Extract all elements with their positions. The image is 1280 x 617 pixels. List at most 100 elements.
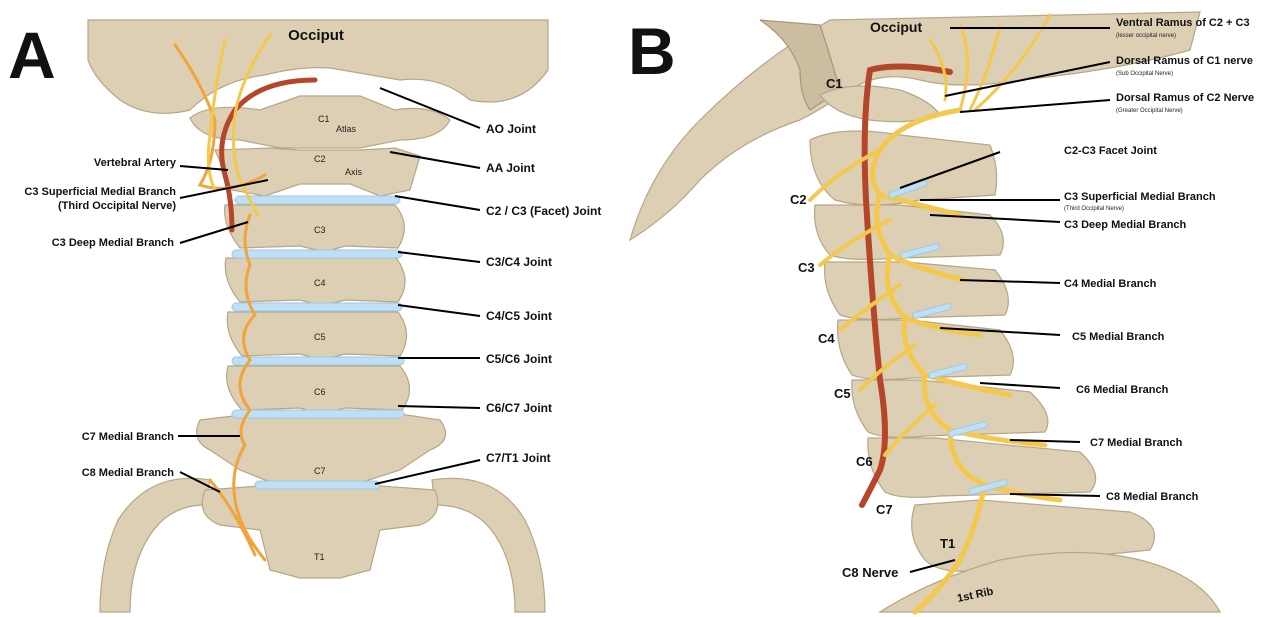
c5-label-b: C5 [834, 386, 851, 401]
occipital-nerve-a3 [206, 38, 227, 192]
vertebral-artery-label: Vertebral Artery [94, 157, 177, 169]
facet-c3c4-b [900, 243, 940, 259]
panel-b-letter: B [628, 14, 676, 88]
c5-nerve-b [858, 343, 917, 392]
c6-nerve-b [883, 403, 937, 457]
occipital-nerve-a2 [231, 33, 272, 217]
c7-medial-label-b: C7 Medial Branch [1090, 437, 1183, 449]
c4c5-joint-label: C4/C5 Joint [486, 309, 552, 323]
c7-vertebra-b [867, 437, 1097, 498]
c3-superficial-label-a: C3 Superficial Medial Branch [24, 186, 176, 198]
leader-dorsal-c1 [944, 61, 1111, 97]
leader-c7t1 [374, 459, 481, 485]
leader-c3c4 [397, 251, 481, 263]
disc-c3c4 [231, 249, 403, 259]
leader-c3-superficial [179, 179, 269, 199]
disc-c7t1 [254, 480, 381, 490]
c7-label-a: C7 [314, 466, 326, 476]
leader-c7-medial-b [1009, 439, 1081, 443]
leader-ao [379, 87, 481, 129]
mandible-b [759, 19, 841, 111]
c8-nerve-b [912, 482, 988, 615]
t1-label-b: T1 [940, 536, 955, 551]
c2-label-b: C2 [790, 192, 807, 207]
aa-joint-label: AA Joint [486, 161, 535, 175]
disc-c5c6 [231, 356, 405, 366]
c3-deep-label-b: C3 Deep Medial Branch [1064, 219, 1187, 231]
facet-c4c5-b [912, 303, 952, 319]
vertebral-artery-b [859, 63, 953, 508]
atlas-label: Atlas [336, 124, 357, 134]
c3-superficial-sub-label-a: (Third Occipital Nerve) [58, 200, 176, 212]
medial-branch-chain-a [232, 213, 267, 562]
c1-label-b: C1 [826, 76, 843, 91]
c6-label-a: C6 [314, 387, 326, 397]
c8-medial-label-b: C8 Medial Branch [1106, 491, 1199, 503]
disc-c2c3 [234, 195, 401, 205]
leader-c4c5 [397, 304, 481, 317]
c4-medial-label-b: C4 Medial Branch [1064, 278, 1157, 290]
c8-nerve-label: C8 Nerve [842, 565, 898, 580]
c5-label-a: C5 [314, 332, 326, 342]
leader-c2c3 [394, 195, 481, 211]
ao-joint-label: AO Joint [486, 122, 536, 136]
leader-c8-medial [179, 471, 221, 493]
c1-vertebra-b [819, 85, 941, 123]
right-rib [431, 477, 546, 613]
leader-dorsal-c2 [959, 99, 1111, 113]
c6-medial-label-b: C6 Medial Branch [1076, 384, 1169, 396]
c4-nerve-b [838, 283, 902, 332]
skull-b [628, 11, 1201, 242]
c6c7-joint-label: C6/C7 Joint [486, 401, 552, 415]
occipital-nerves-b [928, 13, 1052, 112]
facet-c6c7-b [948, 421, 988, 437]
leader-c8-medial-b [1009, 493, 1101, 497]
c4-vertebra-b [823, 261, 1009, 321]
c3-label-b: C3 [798, 260, 815, 275]
panel-b: Occiput C1 C2 C3 C4 C5 C6 C7 T1 1st Rib … [628, 11, 1254, 615]
c7t1-joint-label: C7/T1 Joint [486, 451, 551, 465]
c3-vertebra [223, 204, 405, 253]
ventral-ramus-sub-label: (lesser occipital nerve) [1116, 33, 1176, 39]
disc-c6c7 [231, 409, 405, 419]
c5-vertebra-b [836, 319, 1014, 381]
c2-nerve-b [808, 148, 882, 202]
panel-a-letter: A [8, 18, 56, 92]
leader-c6c7 [397, 405, 481, 409]
c7-medial-label-a: C7 Medial Branch [82, 431, 175, 443]
occiput-label-a: Occiput [288, 27, 344, 44]
c3-nerve-b [818, 218, 892, 267]
c3-superficial-sub-label-b: (Third Occipital Nerve) [1064, 206, 1124, 212]
c3-deep-label-a: C3 Deep Medial Branch [52, 237, 175, 249]
leader-c3-deep [179, 221, 249, 244]
c7-label-b: C7 [876, 502, 893, 517]
c3c4-joint-label: C3/C4 Joint [486, 255, 552, 269]
medial-branch-chain-b [870, 107, 1063, 503]
panel-a: Occiput C1 Atlas C2 Axis C3 C4 C5 C6 C7 … [8, 18, 601, 613]
c6-label-b: C6 [856, 454, 873, 469]
axis-label: Axis [345, 167, 363, 177]
occiput-label-b: Occiput [870, 19, 922, 35]
c4-label-a: C4 [314, 278, 326, 288]
leader-c5-medial-b [939, 327, 1061, 336]
leader-c2c3-facet-b [899, 151, 1001, 189]
dorsal-c1-sub-label: (Sub Occipital Nerve) [1116, 71, 1173, 77]
ventral-ramus-label: Ventral Ramus of C2 + C3 [1116, 17, 1250, 29]
c2-label-a: C2 [314, 154, 326, 164]
c8-medial-label-a: C8 Medial Branch [82, 467, 175, 479]
vertebral-artery-a [219, 77, 318, 233]
disc-c4c5 [231, 302, 403, 312]
c1-label-a: C1 [318, 114, 330, 124]
c2c3-facet-label-a: C2 / C3 (Facet) Joint [486, 204, 601, 218]
left-rib [99, 477, 211, 613]
c2c3-facet-label-b: C2-C3 Facet Joint [1064, 145, 1157, 157]
leader-vertebral-artery [179, 165, 229, 171]
c3-label-a: C3 [314, 225, 326, 235]
first-rib-b [877, 551, 1222, 613]
dorsal-c2-sub-label: (Greater Occipital Nerve) [1116, 108, 1183, 114]
leader-c3-deep-b [929, 214, 1061, 223]
facet-c5c6-b [928, 363, 968, 379]
leader-aa [389, 151, 481, 169]
c5c6-joint-label: C5/C6 Joint [486, 352, 552, 366]
